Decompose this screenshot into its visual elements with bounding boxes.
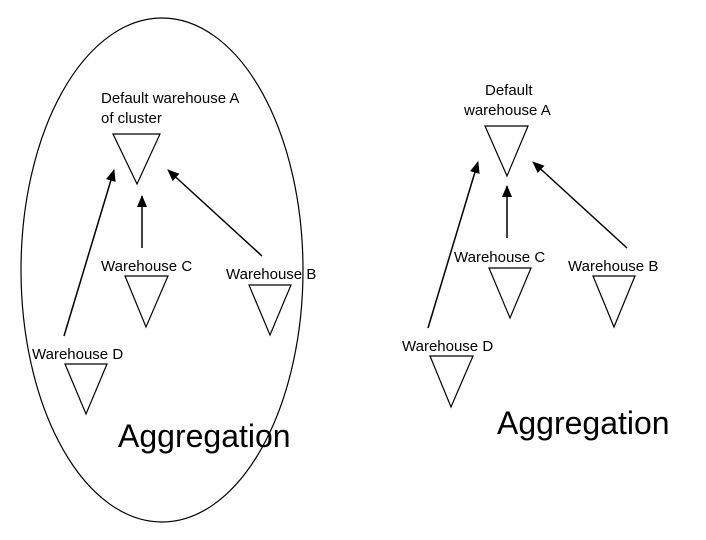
right-root-label-line1: Default [485,82,533,99]
left-root-label-line2: of cluster [101,110,162,127]
right-aggregation-caption: Aggregation [497,405,670,441]
left-aggregation-caption: Aggregation [118,418,291,454]
right-warehouse-d-triangle [429,355,474,409]
cluster-ellipse [20,17,304,523]
left-root-label-line1: Default warehouse A [101,90,239,107]
left-diagram: Default warehouse A of cluster Warehouse… [20,17,316,523]
right-root-label-line2: warehouse A [463,102,551,119]
left-warehouse-c-triangle [124,275,169,329]
left-warehouse-a-triangle [112,133,161,186]
right-warehouse-a-triangle [484,125,529,178]
right-warehouse-c-label: Warehouse C [454,249,545,266]
left-warehouse-d-triangle [64,363,108,416]
right-arrow-d-to-a [427,161,480,329]
left-warehouse-b-triangle [248,284,292,337]
right-warehouse-b-label: Warehouse B [568,258,658,275]
left-warehouse-b-label: Warehouse B [226,266,316,283]
right-warehouse-b-triangle [592,275,636,329]
right-warehouse-d-label: Warehouse D [402,338,493,355]
left-arrow-d-to-a [63,169,116,337]
left-warehouse-d-label: Warehouse D [32,346,123,363]
left-warehouse-c-label: Warehouse C [101,258,192,275]
left-arrow-b-to-a [167,169,263,257]
right-warehouse-c-triangle [488,267,532,320]
right-arrow-b-to-a [532,161,628,249]
right-diagram: Default warehouse A Warehouse C Warehous… [402,82,670,441]
